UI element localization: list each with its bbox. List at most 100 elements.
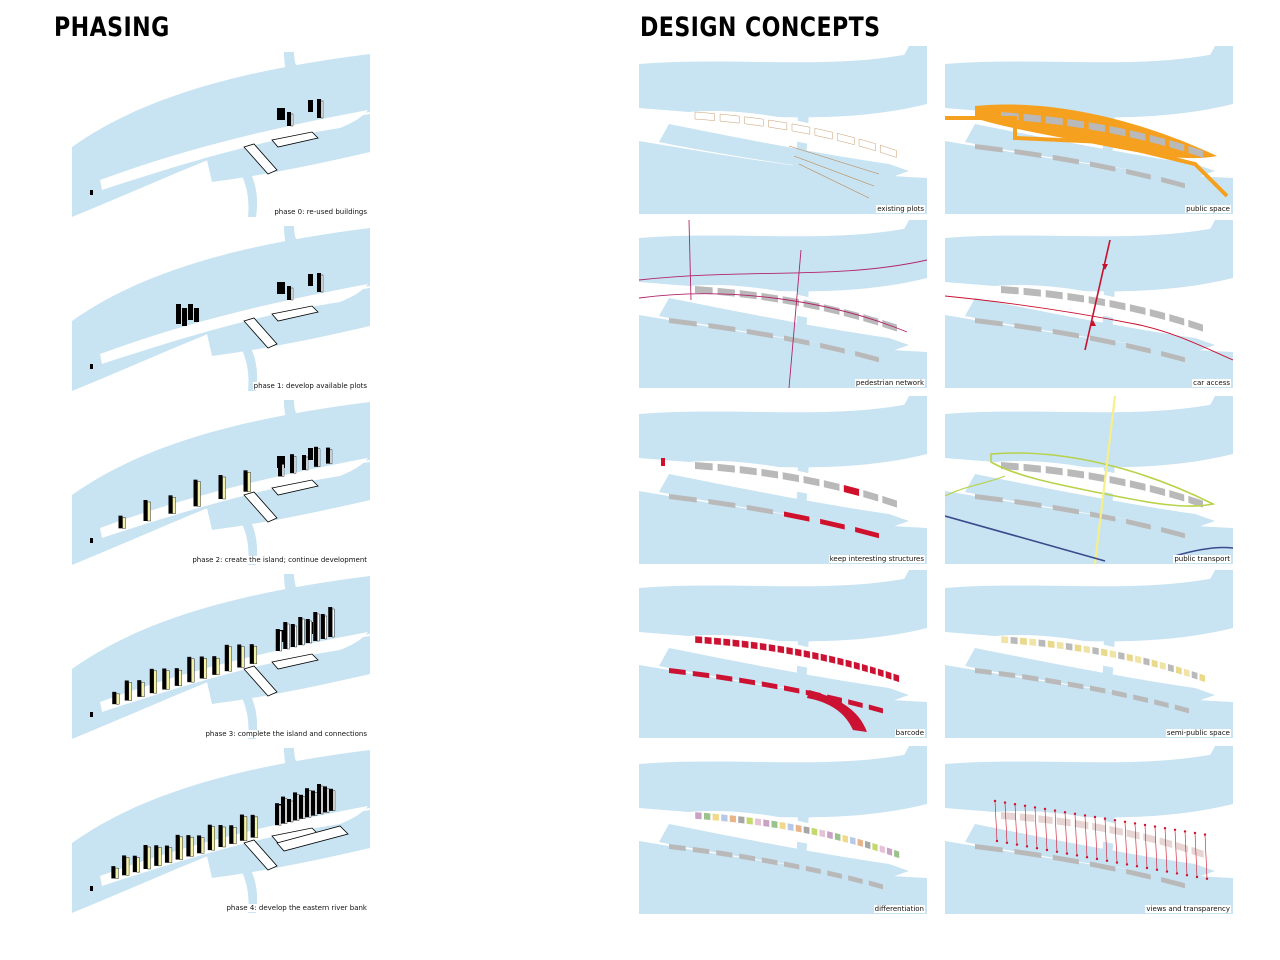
tower-facade bbox=[222, 826, 226, 848]
existing-tower bbox=[308, 448, 313, 460]
bank-plot bbox=[975, 844, 1003, 853]
island-block bbox=[1149, 308, 1166, 320]
tower-facade bbox=[211, 826, 215, 851]
existing-marker bbox=[90, 364, 93, 369]
island-block bbox=[1109, 476, 1126, 487]
island-block bbox=[703, 812, 711, 821]
river bbox=[639, 50, 927, 118]
river bbox=[639, 400, 927, 468]
island-block bbox=[1191, 846, 1204, 858]
island-block bbox=[837, 133, 855, 145]
island-block bbox=[1191, 670, 1198, 681]
concept-keep-structures: keep interesting structures bbox=[639, 396, 927, 564]
riverbank-building bbox=[276, 825, 349, 852]
tower-facade bbox=[128, 682, 132, 701]
river bbox=[639, 574, 927, 642]
inner-harbour bbox=[659, 124, 909, 178]
bank-plot bbox=[784, 335, 810, 346]
tower-facade bbox=[320, 274, 324, 293]
view-point bbox=[1025, 845, 1029, 848]
island-block bbox=[1134, 655, 1142, 665]
bank-plot bbox=[669, 844, 686, 852]
canal bbox=[765, 426, 811, 564]
inner-harbour bbox=[659, 474, 909, 528]
phase-map-group bbox=[72, 52, 370, 217]
island-block bbox=[1129, 304, 1146, 315]
lower-basin bbox=[639, 491, 927, 564]
island-tower bbox=[132, 855, 137, 873]
harbour-basin bbox=[207, 114, 370, 182]
tower-facade bbox=[147, 501, 151, 522]
island-block bbox=[1067, 118, 1085, 129]
island-block bbox=[858, 138, 876, 152]
view-point bbox=[1123, 820, 1127, 823]
view-line bbox=[1204, 834, 1208, 879]
view-point bbox=[995, 839, 999, 843]
island-block bbox=[803, 476, 820, 487]
bank-plot bbox=[1111, 689, 1127, 699]
island-block bbox=[857, 838, 864, 848]
concept-barcode-map bbox=[639, 570, 927, 738]
island-block bbox=[739, 466, 757, 476]
island-block bbox=[837, 657, 844, 667]
island-block bbox=[722, 638, 731, 647]
tower-facade bbox=[233, 827, 237, 845]
island-tower bbox=[212, 656, 217, 675]
tower-facade bbox=[317, 448, 321, 467]
bank-plot bbox=[739, 853, 756, 862]
canal bbox=[765, 76, 811, 214]
lower-basin bbox=[945, 141, 1233, 214]
concept-map-group bbox=[639, 570, 927, 738]
view-line bbox=[1014, 804, 1018, 845]
island-block bbox=[1188, 145, 1203, 158]
view-line bbox=[1004, 802, 1008, 843]
bank-plot bbox=[716, 850, 733, 858]
tower-facade bbox=[247, 472, 251, 492]
river bbox=[639, 750, 927, 818]
kept-structure bbox=[661, 458, 665, 466]
bank-plot bbox=[746, 328, 773, 339]
east-tower bbox=[302, 455, 306, 470]
bank-plot bbox=[1014, 849, 1042, 859]
bank-plot bbox=[998, 670, 1016, 679]
concept-map-group bbox=[945, 46, 1233, 214]
phase-0-diagram: phase 0: re-used buildings bbox=[72, 52, 370, 217]
concept-car-access-caption: car access bbox=[1192, 379, 1231, 387]
island-block bbox=[762, 818, 770, 828]
inner-harbour bbox=[965, 824, 1215, 878]
tower-facade bbox=[166, 670, 170, 690]
island-block bbox=[1100, 648, 1108, 657]
island-block bbox=[863, 314, 879, 326]
tower-facade bbox=[324, 615, 327, 640]
bank-plot bbox=[827, 870, 842, 879]
tower-facade bbox=[320, 785, 324, 815]
bank-plot bbox=[975, 318, 1003, 327]
east-tower bbox=[317, 273, 321, 292]
island-tower bbox=[112, 691, 117, 705]
island-tower bbox=[118, 515, 123, 529]
tower-facade bbox=[115, 867, 119, 879]
tower-facade bbox=[320, 100, 324, 119]
design-concepts-heading: DESIGN CONCEPTS bbox=[640, 12, 881, 43]
island-block bbox=[820, 653, 828, 663]
bank-plot bbox=[1126, 342, 1151, 354]
east-tower bbox=[313, 612, 318, 641]
view-point bbox=[1125, 863, 1129, 866]
east-tower bbox=[283, 622, 288, 649]
tower-facade bbox=[172, 497, 176, 514]
phase-2-map bbox=[72, 400, 370, 565]
tower-facade bbox=[329, 449, 333, 464]
lower-basin bbox=[639, 315, 927, 388]
island bbox=[100, 632, 368, 712]
new-tower bbox=[194, 308, 199, 322]
island-tower bbox=[122, 855, 127, 876]
island-block bbox=[719, 113, 740, 124]
tributary bbox=[284, 52, 304, 82]
island bbox=[100, 458, 368, 538]
island-block bbox=[879, 844, 886, 854]
bank-plot bbox=[669, 668, 686, 676]
island-block bbox=[1109, 649, 1117, 659]
bank-plot bbox=[1022, 674, 1039, 682]
view-line bbox=[1034, 807, 1038, 849]
island-block bbox=[811, 827, 818, 837]
